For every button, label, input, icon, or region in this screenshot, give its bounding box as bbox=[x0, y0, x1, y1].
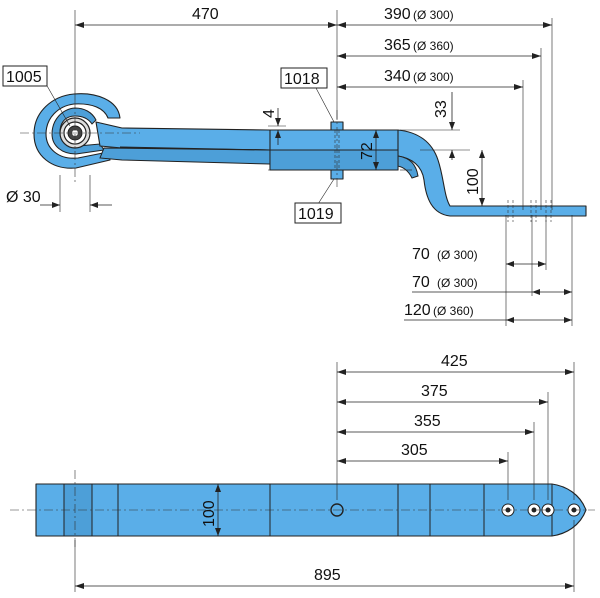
part-label-1018: 1018 bbox=[284, 71, 320, 88]
dim-355: 355 bbox=[414, 413, 441, 430]
dim-100: 100 bbox=[465, 168, 482, 195]
part-label-1018-box bbox=[280, 67, 328, 89]
dim-120-note: (Ø 360) bbox=[433, 304, 474, 318]
part-label-1005-box bbox=[2, 65, 48, 87]
part-label-1019-box bbox=[294, 202, 342, 224]
dim-365: 365 bbox=[384, 37, 411, 54]
dim-4: 4 bbox=[261, 109, 278, 118]
dim-895: 895 bbox=[314, 567, 341, 584]
dim-470: 470 bbox=[192, 6, 219, 23]
dim-70a: 70 bbox=[412, 246, 430, 263]
dim-425: 425 bbox=[441, 353, 468, 370]
dim-70b: 70 bbox=[412, 274, 430, 291]
plan-view: 425 375 355 305 100 895 bbox=[10, 353, 595, 592]
side-view: 470 390 (Ø 300) 365 (Ø 360) 340 (Ø 300) … bbox=[2, 6, 587, 326]
dim-375: 375 bbox=[421, 383, 448, 400]
center-clamp-block-lower bbox=[269, 149, 399, 171]
main-leaf bbox=[95, 121, 587, 217]
dim-70b-note: (Ø 300) bbox=[437, 276, 478, 290]
dim-390-note: (Ø 300) bbox=[413, 8, 454, 22]
dim-305: 305 bbox=[401, 442, 428, 459]
dim-72: 72 bbox=[359, 142, 376, 160]
dim-120: 120 bbox=[404, 302, 431, 319]
dim-340: 340 bbox=[384, 68, 411, 85]
dim-365-note: (Ø 360) bbox=[413, 39, 454, 53]
dim-diameter-30: Ø 30 bbox=[6, 189, 41, 206]
dim-70a-note: (Ø 300) bbox=[437, 248, 478, 262]
dim-340-note: (Ø 300) bbox=[413, 70, 454, 84]
plan-dim-100: 100 bbox=[201, 500, 218, 527]
part-label-1005: 1005 bbox=[6, 69, 42, 86]
part-label-1019: 1019 bbox=[298, 206, 334, 223]
dim-390: 390 bbox=[384, 6, 411, 23]
spring-eye-wrap bbox=[33, 93, 121, 169]
dim-33: 33 bbox=[433, 100, 450, 118]
